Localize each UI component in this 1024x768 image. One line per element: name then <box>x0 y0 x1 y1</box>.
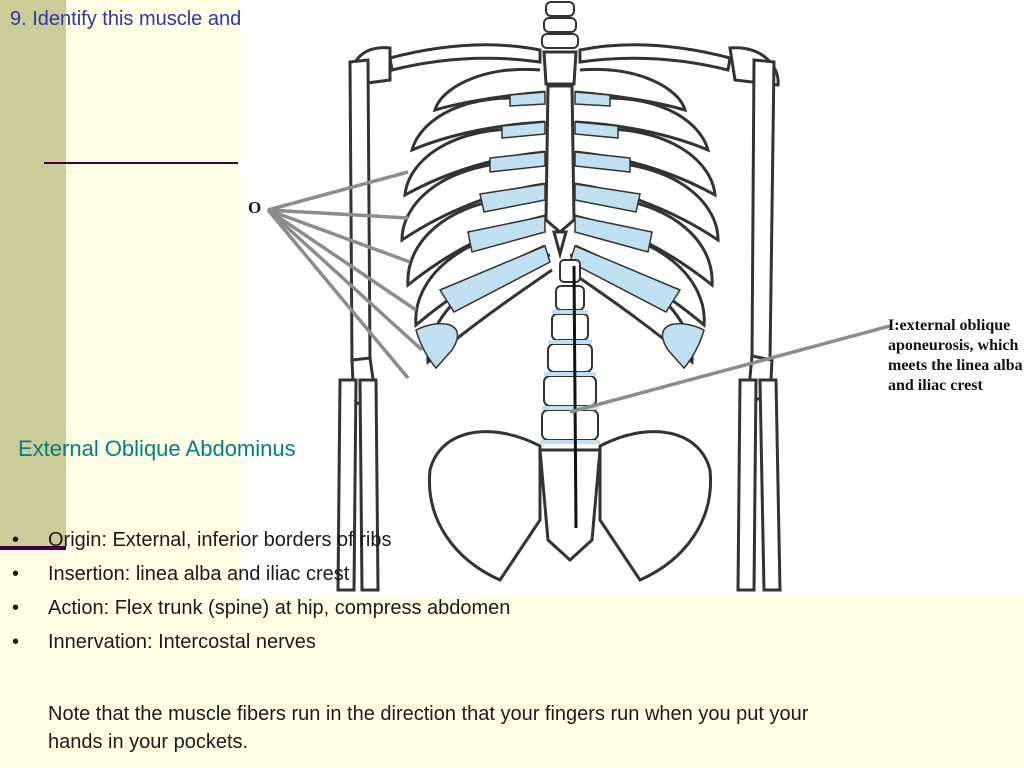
skeleton-illustration <box>266 1 891 592</box>
linea-alba-line <box>572 265 578 529</box>
origin-label: O <box>248 198 262 217</box>
lumbar-spine <box>541 259 599 441</box>
muscle-name: External Oblique Abdominus <box>18 436 296 461</box>
fiber-direction-note: Note that the muscle fibers run in the d… <box>48 703 809 753</box>
side-stripe <box>0 0 66 548</box>
muscle-facts-list: • Origin: External, inferior borders of … <box>0 526 1000 662</box>
insertion-label: I:external oblique aponeurosis, which me… <box>888 317 1023 394</box>
sternum <box>542 50 578 260</box>
list-item: • Action: Flex trunk (spine) at hip, com… <box>0 594 1000 628</box>
side-stripe-accent <box>0 546 66 550</box>
list-item: • Origin: External, inferior borders of … <box>0 526 1000 560</box>
skeleton-figure: O I:external oblique aponeurosis, which … <box>240 0 1024 598</box>
list-item: • Innervation: Intercostal nerves <box>0 628 1000 662</box>
fact-insertion: Insertion: linea alba and iliac crest <box>48 563 350 585</box>
answer-blank-line <box>44 162 238 164</box>
fact-origin: Origin: External, inferior borders of ri… <box>48 529 392 551</box>
insertion-leader-line <box>569 324 891 414</box>
cervical-spine <box>541 1 579 49</box>
bullet: • <box>12 597 20 619</box>
arms <box>336 58 782 592</box>
origin-leader-lines <box>266 170 424 380</box>
pelvis <box>427 430 713 582</box>
bullet: • <box>12 631 20 653</box>
list-item: • Insertion: linea alba and iliac crest <box>0 560 1000 594</box>
fact-innervation: Innervation: Intercostal nerves <box>48 631 316 653</box>
clavicles <box>388 43 732 72</box>
costal-cartilage <box>415 91 705 370</box>
bullet: • <box>12 529 20 551</box>
bullet: • <box>12 563 20 585</box>
disc-highlights <box>540 310 600 444</box>
fact-action: Action: Flex trunk (spine) at hip, compr… <box>48 597 511 619</box>
